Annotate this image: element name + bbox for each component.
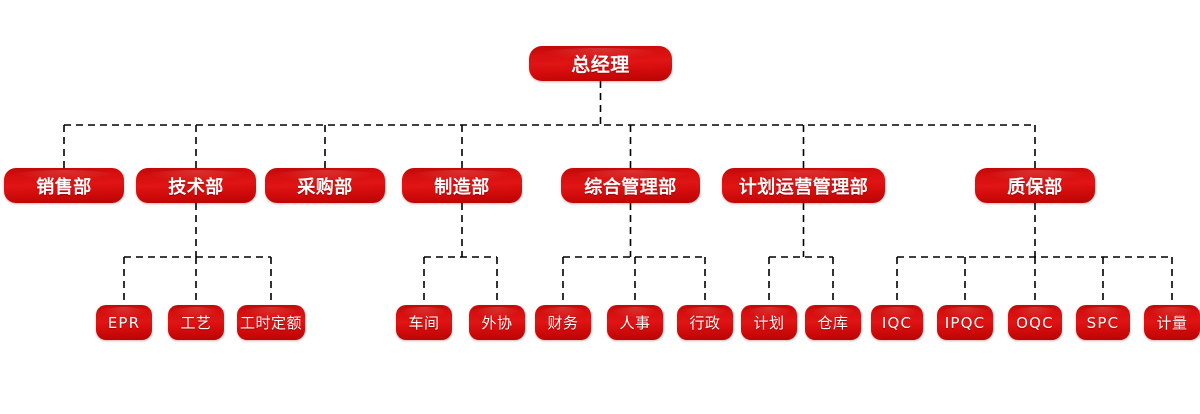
org-node-spc[interactable]: SPC [1076, 305, 1130, 340]
org-node-label: EPR [107, 313, 141, 332]
org-node-label: 总经理 [571, 54, 630, 76]
org-node-warehouse[interactable]: 仓库 [805, 305, 861, 340]
org-node-ipqc[interactable]: IPQC [937, 305, 993, 340]
org-node-label: 工艺 [180, 314, 212, 332]
org-node-label: 综合管理部 [584, 176, 677, 198]
org-node-process[interactable]: 工艺 [168, 305, 224, 340]
org-node-technology[interactable]: 技术部 [136, 168, 256, 203]
org-node-label: 制造部 [434, 176, 490, 198]
org-node-workshop[interactable]: 车间 [396, 305, 452, 340]
org-node-general-mgmt[interactable]: 综合管理部 [561, 168, 700, 203]
org-node-label: 仓库 [817, 314, 849, 332]
org-node-label: 计划运营管理部 [738, 176, 869, 198]
org-node-hr[interactable]: 人事 [607, 305, 663, 340]
org-node-metrology[interactable]: 计量 [1144, 305, 1200, 340]
org-node-finance[interactable]: 财务 [535, 305, 591, 340]
org-node-label: 质保部 [1007, 176, 1063, 198]
org-node-label: 销售部 [36, 176, 92, 198]
org-node-labor-quota[interactable]: 工时定额 [237, 305, 305, 340]
org-node-label: 人事 [619, 314, 651, 332]
org-node-planning[interactable]: 计划 [741, 305, 797, 340]
org-node-label: 计量 [1156, 314, 1188, 332]
org-node-label: 计划 [753, 314, 785, 332]
org-node-oqc[interactable]: OQC [1008, 305, 1062, 340]
org-node-label: 行政 [689, 314, 721, 332]
org-node-label: 外协 [481, 314, 513, 332]
org-node-label: 采购部 [297, 176, 353, 198]
org-node-label: IPQC [944, 313, 986, 332]
org-node-sales[interactable]: 销售部 [4, 168, 124, 203]
org-node-planning-ops[interactable]: 计划运营管理部 [722, 168, 885, 203]
org-node-admin[interactable]: 行政 [677, 305, 733, 340]
org-node-general-manager[interactable]: 总经理 [529, 46, 672, 81]
org-node-label: OQC [1016, 313, 1054, 332]
org-node-manufacturing[interactable]: 制造部 [402, 168, 522, 203]
org-node-quality[interactable]: 质保部 [975, 168, 1095, 203]
org-node-outsourcing[interactable]: 外协 [469, 305, 525, 340]
org-node-label: 技术部 [168, 176, 224, 198]
org-node-label: SPC [1086, 313, 1120, 332]
org-node-procurement[interactable]: 采购部 [265, 168, 385, 203]
org-node-label: 财务 [547, 314, 579, 332]
org-node-label: 工时定额 [239, 314, 302, 332]
org-node-label: 车间 [408, 314, 440, 332]
org-node-epr[interactable]: EPR [96, 305, 152, 340]
org-node-iqc[interactable]: IQC [871, 305, 923, 340]
org-node-label: IQC [881, 313, 913, 332]
